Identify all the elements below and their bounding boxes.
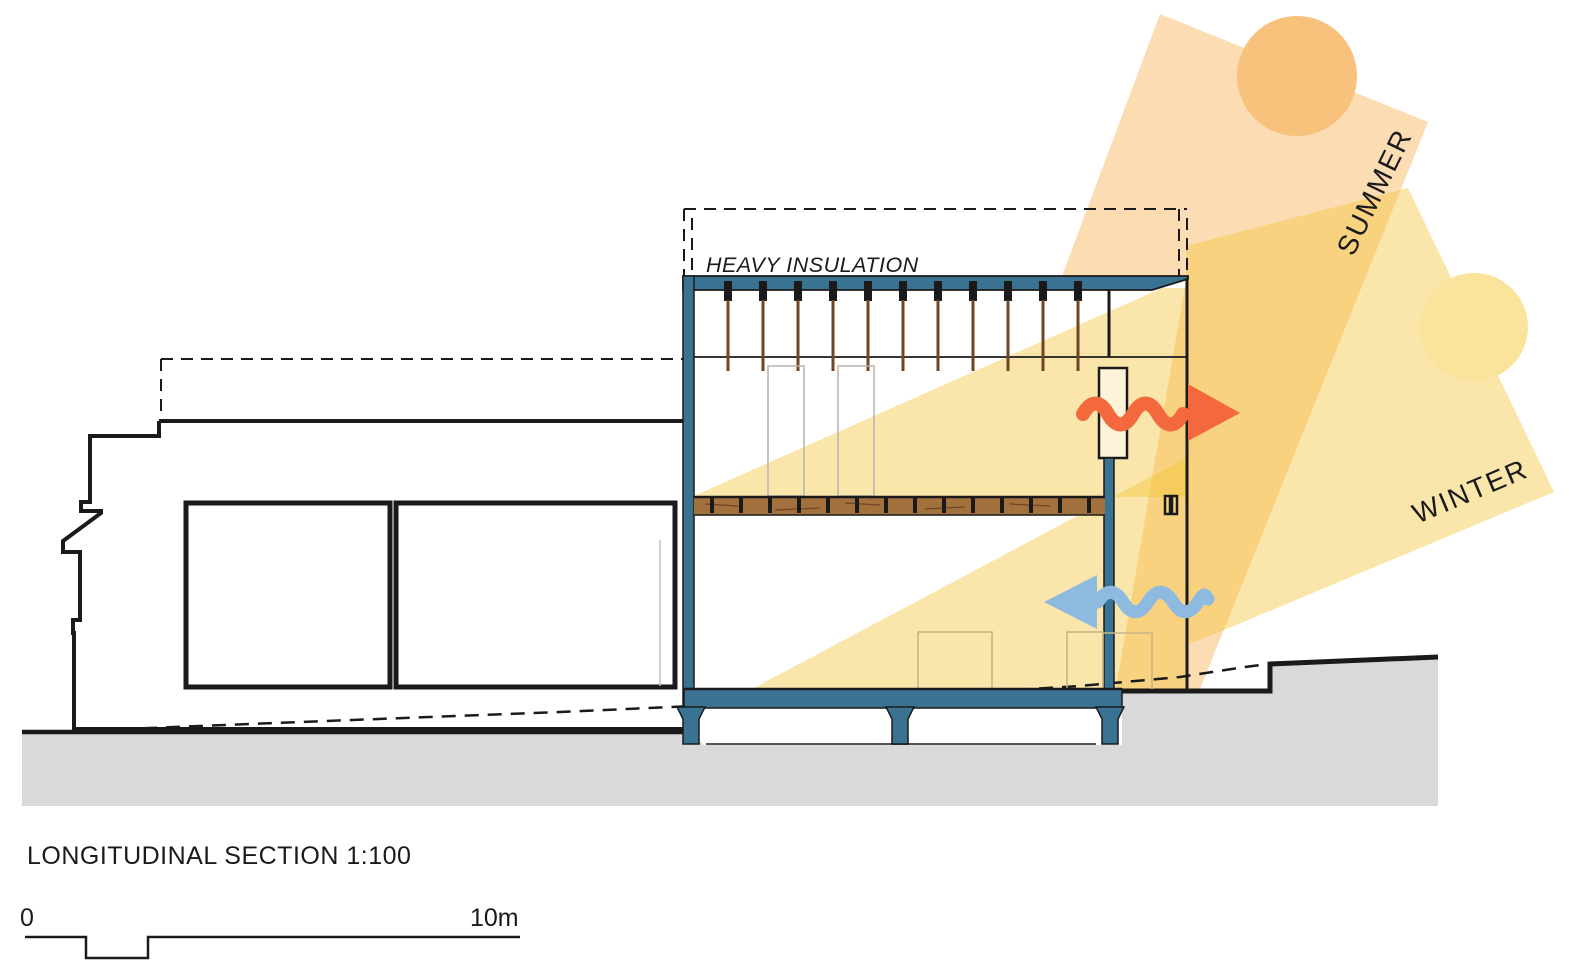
left-window-1 <box>183 500 393 690</box>
scale-bar-line <box>25 935 520 960</box>
winter-sun <box>1420 273 1528 381</box>
cool-air-arrow <box>1044 575 1215 629</box>
ground-slab <box>683 688 1123 709</box>
envelope-dashed-outline <box>683 208 1188 276</box>
left-structural-wall <box>682 275 695 709</box>
floor-joists <box>710 498 1091 513</box>
vent-shaft-column <box>1103 457 1115 690</box>
winter-sun-beam <box>1186 188 1554 645</box>
section-title: LONGITUDINAL SECTION 1:100 <box>27 842 411 870</box>
foundation-piers <box>675 706 1126 745</box>
summer-sun-beam <box>1062 14 1428 694</box>
scale-bar: 0 10m <box>20 904 520 960</box>
ground-surface-line-right <box>1115 654 1439 694</box>
terrain <box>22 654 1439 806</box>
foundation <box>675 687 1126 745</box>
sun-beams <box>696 14 1554 694</box>
door-handle <box>1163 494 1179 516</box>
scale-start-label: 0 <box>20 904 34 932</box>
ground-fill <box>22 657 1438 806</box>
warm-air-arrow <box>1076 384 1240 441</box>
heavy-insulation-label: HEAVY INSULATION <box>706 253 919 277</box>
hanging-rods <box>724 281 1082 371</box>
winter-light-upper-floor <box>696 288 1186 497</box>
wood-floor <box>694 495 1105 516</box>
summer-sun <box>1237 16 1357 136</box>
scale-end-label: 10m <box>470 904 519 932</box>
left-building-profile <box>61 421 161 731</box>
left-building-dashed-roofline <box>160 358 684 420</box>
left-window-2 <box>393 500 678 690</box>
left-building <box>61 358 688 731</box>
